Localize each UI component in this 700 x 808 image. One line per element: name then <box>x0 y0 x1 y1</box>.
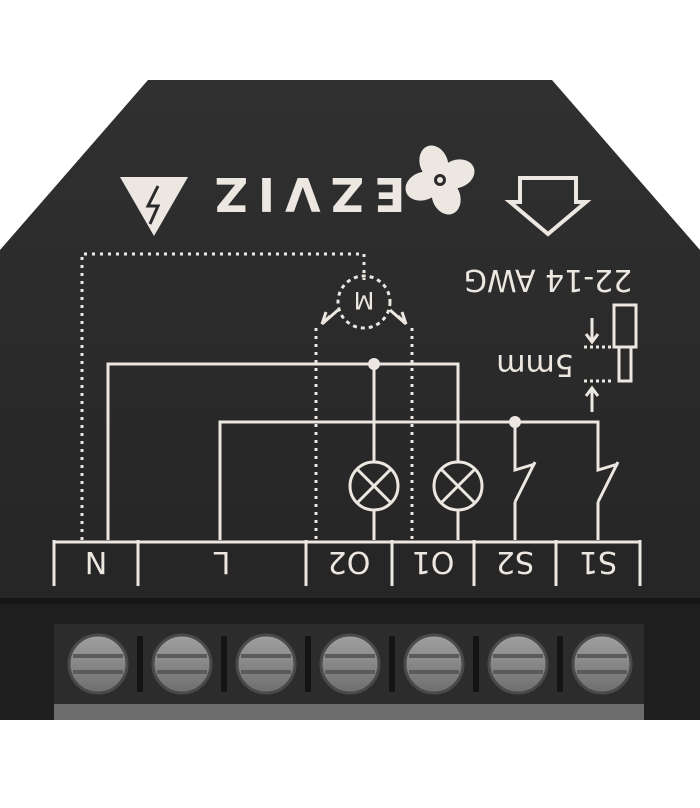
motor-symbol-circle <box>336 274 392 330</box>
terminal-label-o2: O2 <box>328 544 371 579</box>
wiring-diagram <box>80 252 620 540</box>
terminal-screw <box>319 633 395 695</box>
terminal-label-n: N <box>85 544 107 579</box>
fan-logo-icon <box>405 145 475 215</box>
brand-label: EZVIZ <box>205 167 406 221</box>
lamp-icon <box>348 460 400 512</box>
terminal-label-s2: S2 <box>496 544 534 579</box>
high-voltage-warning-icon <box>120 177 188 236</box>
terminal-label-o1: O1 <box>412 544 455 579</box>
strip-length-label: 5mm <box>496 347 574 382</box>
bottom-rail <box>54 704 644 722</box>
terminal-screw <box>151 633 227 695</box>
terminal-label-s1: S1 <box>579 544 617 579</box>
down-arrow-icon <box>504 176 592 237</box>
terminal-screw <box>67 633 143 695</box>
terminal-screw <box>487 633 563 695</box>
wire-gauge-label: 22-14 AWG <box>464 262 633 297</box>
terminal-screws <box>67 633 633 695</box>
terminal-label-l: L <box>213 544 230 579</box>
motor-label: M <box>354 286 375 314</box>
terminal-label-strip <box>52 540 642 586</box>
terminal-screw <box>571 633 633 695</box>
device-housing <box>0 80 700 720</box>
terminal-screw <box>403 633 479 695</box>
terminal-screw <box>235 633 311 695</box>
lamp-icon <box>432 460 484 512</box>
wire-strip-icon <box>584 303 638 412</box>
